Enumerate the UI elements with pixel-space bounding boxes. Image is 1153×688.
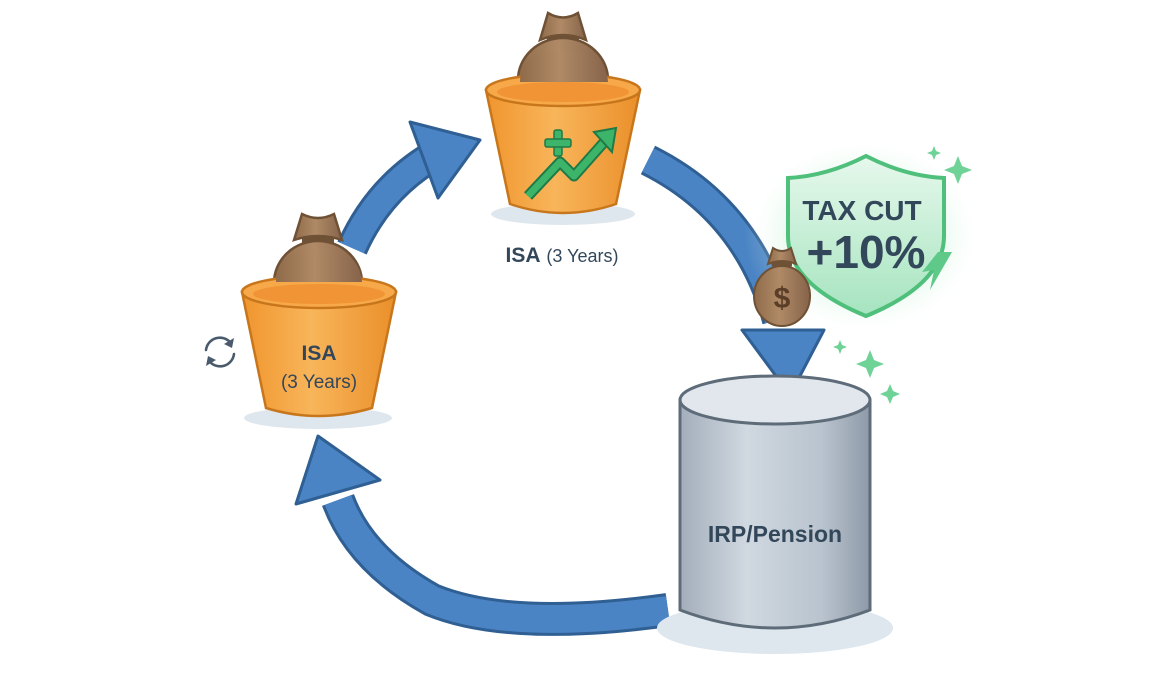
pension-label: IRP/Pension <box>708 521 842 547</box>
money-bag-icon: $ <box>753 246 811 327</box>
plus-icon <box>544 129 572 157</box>
isa-left-title: ISA <box>301 342 336 365</box>
isa-left-bucket: $ ISA (3 Years) <box>240 212 398 429</box>
isa-top-bucket: $ <box>484 11 642 225</box>
refresh-icon <box>204 336 236 368</box>
isa-top-label: ISA (3 Years) <box>506 244 619 267</box>
pension-cylinder: IRP/Pension <box>657 374 893 654</box>
tax-cut-line2: +10% <box>807 226 926 278</box>
arrow-pension-to-isa <box>294 434 671 636</box>
tax-cut-line1: TAX CUT <box>802 195 921 226</box>
arrow-isa-to-isa <box>337 120 482 255</box>
svg-text:ISA (3 Years): ISA (3 Years) <box>506 244 619 267</box>
growth-arrow-icon <box>523 126 618 200</box>
isa-left-subtitle: (3 Years) <box>281 372 357 393</box>
sparkle-icon <box>833 146 972 404</box>
isa-top-title: ISA <box>506 244 541 267</box>
dollar-sign: $ <box>774 282 791 315</box>
isa-top-subtitle: (3 Years) <box>546 246 618 266</box>
shield-icon <box>786 153 946 319</box>
